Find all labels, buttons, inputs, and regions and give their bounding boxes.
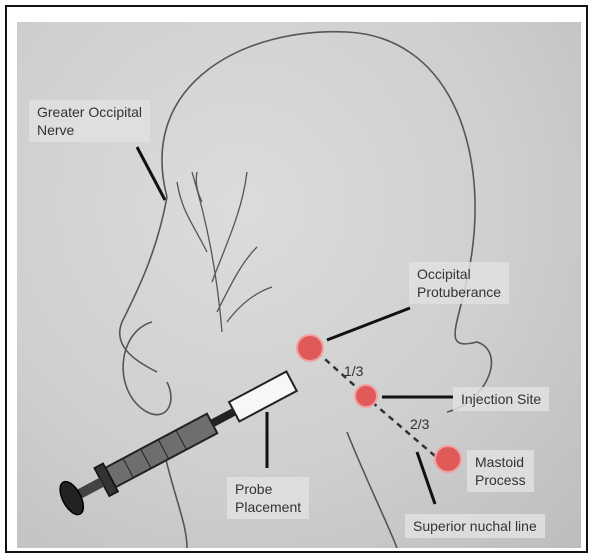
superior-nuchal-line-label: Superior nuchal line — [405, 514, 545, 538]
nerve-branches — [177, 172, 272, 332]
injection-site-marker — [355, 385, 377, 407]
mastoid-process-label: Mastoid Process — [467, 450, 534, 492]
occipital-protuberance-marker — [297, 335, 323, 361]
occipital-protuberance-label: Occipital Protuberance — [409, 262, 509, 304]
two-thirds-label: 2/3 — [410, 415, 429, 433]
nerve-leader — [137, 147, 165, 200]
one-third-label: 1/3 — [344, 362, 363, 380]
greater-occipital-nerve-label: Greater Occipital Nerve — [29, 100, 150, 142]
mastoid-process-marker — [435, 446, 461, 472]
protuberance-leader — [327, 308, 410, 340]
ear-outline — [123, 322, 171, 415]
probe-placement-label: Probe Placement — [227, 477, 309, 519]
nuchal-leader — [417, 452, 435, 504]
diagram-panel: Greater Occipital Nerve Occipital Protub… — [17, 22, 581, 548]
injection-site-label: Injection Site — [453, 387, 549, 411]
injection-to-mastoid-dash — [372, 402, 442, 462]
